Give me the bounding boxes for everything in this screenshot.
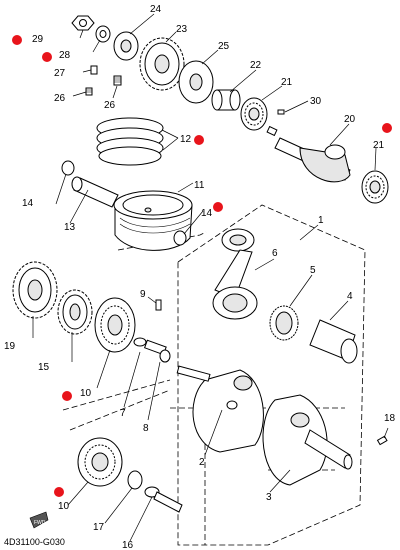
gear-15 (57, 289, 93, 335)
clip-14-right (173, 230, 187, 246)
label-23: 23 (176, 24, 188, 35)
pin-9 (155, 299, 162, 311)
spring-26-left (85, 87, 93, 96)
label-7: 7 (120, 408, 126, 419)
label-14-right: 14 (201, 208, 213, 219)
piston-rings-12 (96, 117, 164, 166)
label-17: 17 (93, 522, 105, 533)
crankshaft-assembly-frame (177, 204, 366, 546)
label-11: 11 (194, 180, 205, 191)
label-10-lower: 10 (58, 501, 70, 512)
label-8: 8 (143, 423, 149, 434)
washer-28 (95, 25, 111, 43)
marker-14 (213, 202, 223, 212)
label-26-right: 26 (104, 100, 116, 111)
key-30 (277, 109, 285, 115)
marker-10-upper (62, 391, 72, 401)
connecting-rod-6 (212, 228, 258, 320)
pin-27 (90, 65, 98, 75)
nut-29 (71, 15, 95, 31)
balancer-shaft-20 (266, 125, 351, 183)
label-5: 5 (310, 265, 316, 276)
label-10-upper: 10 (80, 388, 92, 399)
label-1: 1 (318, 215, 324, 226)
plate-25 (178, 60, 214, 104)
label-2: 2 (199, 457, 205, 468)
bearing-21-right (361, 170, 389, 204)
label-20: 20 (344, 114, 356, 125)
nut-8 (159, 349, 171, 363)
bearing-10-lower (77, 437, 123, 487)
red-markers (12, 35, 392, 497)
marker-12 (194, 135, 204, 145)
leader-lines (32, 13, 389, 542)
label-30: 30 (310, 96, 322, 107)
label-27: 27 (54, 68, 66, 79)
washer-17 (127, 470, 143, 490)
gear-19 (12, 261, 58, 319)
piston-pin-13 (71, 176, 119, 208)
crank-half-2 (176, 365, 264, 453)
label-14-left: 14 (22, 198, 34, 209)
clip-14-left (61, 160, 75, 176)
crank-half-3 (262, 394, 353, 486)
label-26-left: 26 (54, 93, 66, 104)
label-16: 16 (122, 540, 134, 550)
crank-pin-4 (309, 319, 358, 364)
label-4: 4 (347, 291, 353, 302)
plate-24 (113, 31, 139, 61)
label-13: 13 (64, 222, 76, 233)
marker-21 (382, 123, 392, 133)
label-15: 15 (38, 362, 50, 373)
label-22: 22 (250, 60, 262, 71)
spring-26-right (113, 75, 122, 86)
label-28: 28 (59, 50, 71, 61)
label-18: 18 (384, 413, 396, 424)
marker-29 (12, 35, 22, 45)
collar-22 (211, 89, 241, 111)
label-24: 24 (150, 4, 162, 15)
label-21-right: 21 (373, 140, 385, 151)
label-3: 3 (266, 492, 272, 503)
bearing-bracket (62, 379, 171, 411)
label-29: 29 (32, 34, 44, 45)
needle-bearing-5 (269, 305, 299, 341)
pin-18 (376, 435, 388, 446)
diagram-code: 4D31100-G030 (4, 537, 65, 547)
label-9: 9 (140, 289, 146, 300)
label-12: 12 (180, 134, 192, 145)
bolt-7 (133, 337, 167, 356)
spring-26-right-coils (114, 77, 121, 83)
marker-10-lower (54, 487, 64, 497)
label-19: 19 (4, 341, 16, 352)
label-21-top: 21 (281, 77, 293, 88)
gear-23 (139, 37, 185, 91)
piston-11 (113, 190, 193, 251)
part-labels: 24 29 28 23 25 27 22 21 26 26 30 20 12 2… (4, 4, 396, 550)
bearing-10-upper (94, 297, 136, 353)
marker-28 (42, 52, 52, 62)
label-25: 25 (218, 41, 230, 52)
fwd-label: FWD (34, 520, 46, 526)
bearing-21-top (240, 97, 268, 131)
bolt-16 (144, 486, 183, 513)
label-6: 6 (272, 248, 278, 259)
fwd-arrow-icon: FWD (29, 511, 49, 529)
spring-26-left-coils (86, 89, 92, 93)
